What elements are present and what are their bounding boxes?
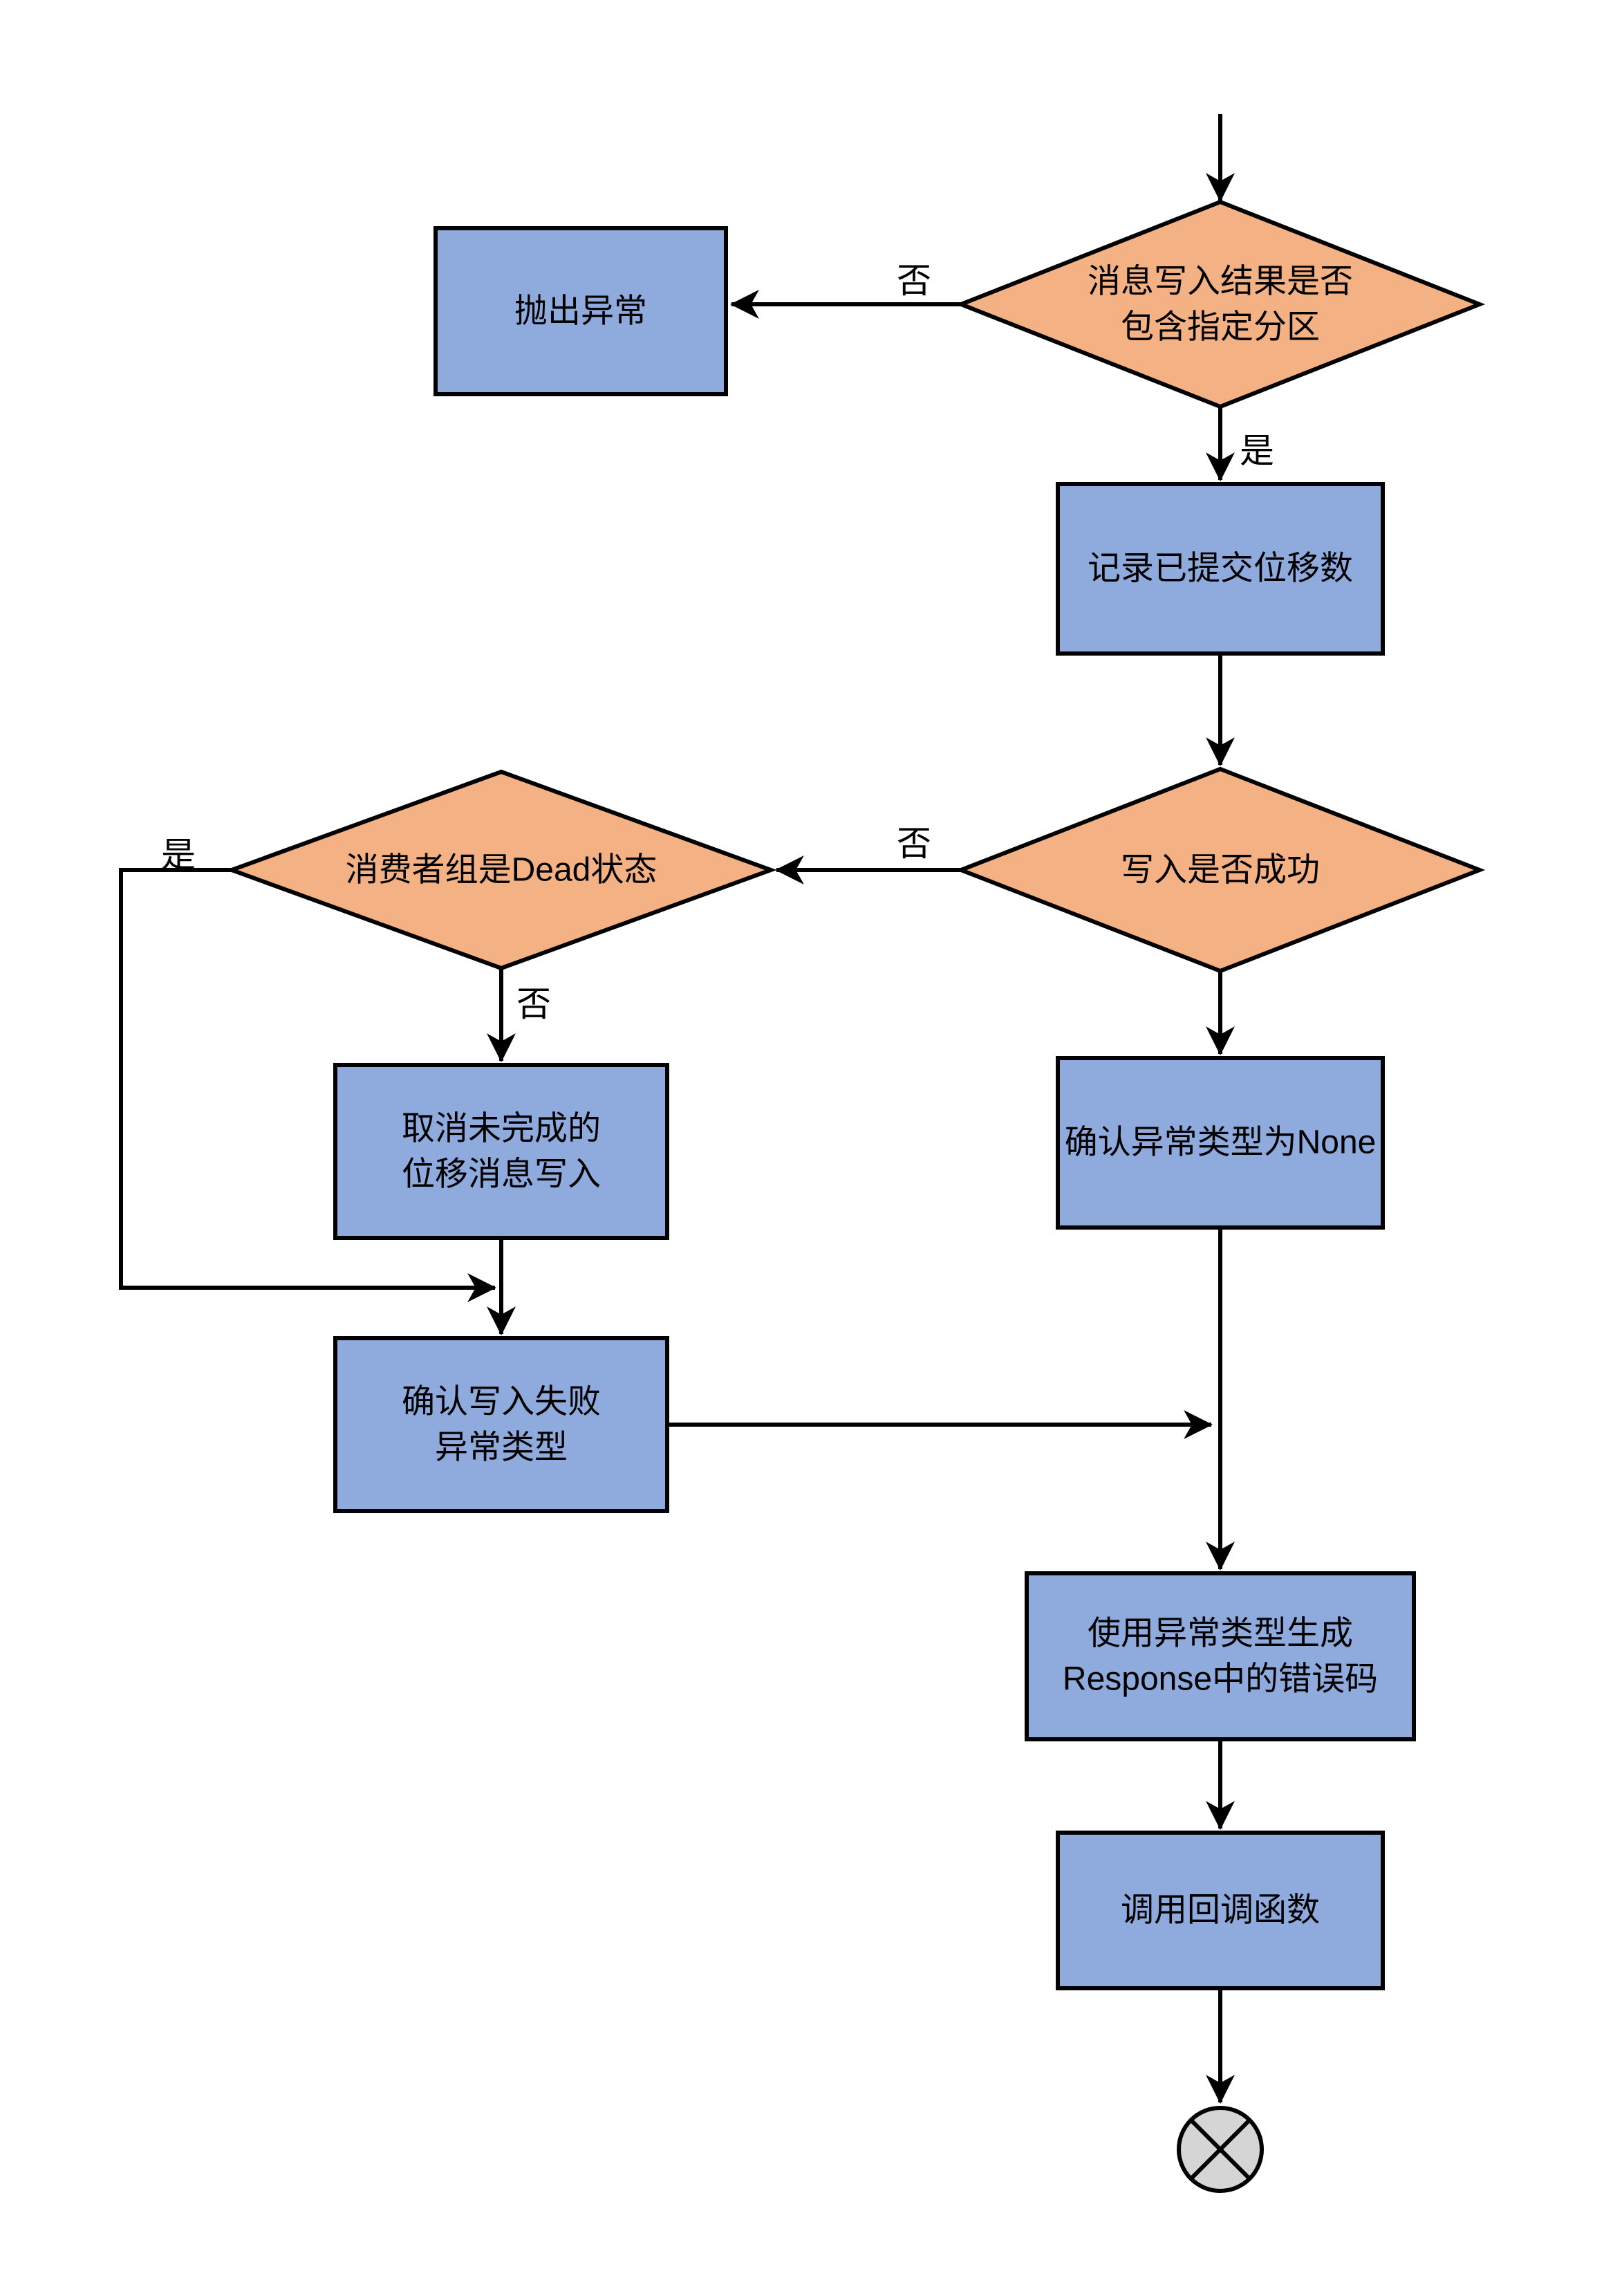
decision-partition-check-label-line1: 消息写入结果是否 bbox=[1088, 263, 1353, 300]
decision-write-success-label: 写入是否成功 bbox=[1121, 852, 1320, 889]
decision-group-dead bbox=[225, 769, 777, 971]
edge-dead-yes-loop bbox=[119, 868, 497, 1302]
end-node bbox=[1177, 2106, 1264, 2193]
process-cancel-pending-writes-label-line1: 取消未完成的 bbox=[402, 1111, 601, 1147]
process-generate-error-code-label-line2: Response中的错误码 bbox=[1063, 1661, 1378, 1698]
process-generate-error-code bbox=[1025, 1571, 1416, 1741]
process-record-offsets bbox=[1056, 482, 1385, 656]
edge-label-success-no: 否 bbox=[897, 824, 931, 863]
edge-label-partition-no: 否 bbox=[897, 261, 931, 300]
process-throw-exception bbox=[433, 226, 728, 396]
decision-group-dead-label: 消费者组是Dead状态 bbox=[346, 852, 658, 889]
end-node-cross-line-2 bbox=[1189, 2118, 1251, 2181]
decision-write-success bbox=[955, 766, 1486, 974]
process-confirm-fail-exception bbox=[333, 1336, 669, 1513]
edge-label-dead-no: 否 bbox=[516, 985, 551, 1024]
decision-partition-check-label-line2: 包含指定分区 bbox=[1121, 309, 1320, 346]
process-generate-error-code-label-line1: 使用异常类型生成 bbox=[1088, 1615, 1353, 1652]
process-call-callback bbox=[1056, 1831, 1385, 1990]
edge-label-dead-yes: 是 bbox=[161, 835, 196, 874]
process-cancel-pending-writes bbox=[333, 1063, 669, 1240]
edge-label-partition-yes: 是 bbox=[1240, 432, 1274, 470]
process-confirm-fail-exception-label-line2: 异常类型 bbox=[435, 1429, 568, 1466]
process-throw-exception-label: 抛出异常 bbox=[514, 293, 647, 330]
process-record-offsets-label: 记录已提交位移数 bbox=[1088, 550, 1353, 587]
process-confirm-fail-exception-label-line1: 确认写入失败 bbox=[402, 1384, 601, 1420]
process-confirm-none bbox=[1056, 1056, 1385, 1230]
process-cancel-pending-writes-label-line2: 位移消息写入 bbox=[402, 1156, 601, 1193]
process-call-callback-label: 调用回调函数 bbox=[1121, 1892, 1320, 1929]
decision-partition-check bbox=[955, 199, 1486, 409]
process-confirm-none-label: 确认异常类型为None bbox=[1065, 1124, 1377, 1161]
